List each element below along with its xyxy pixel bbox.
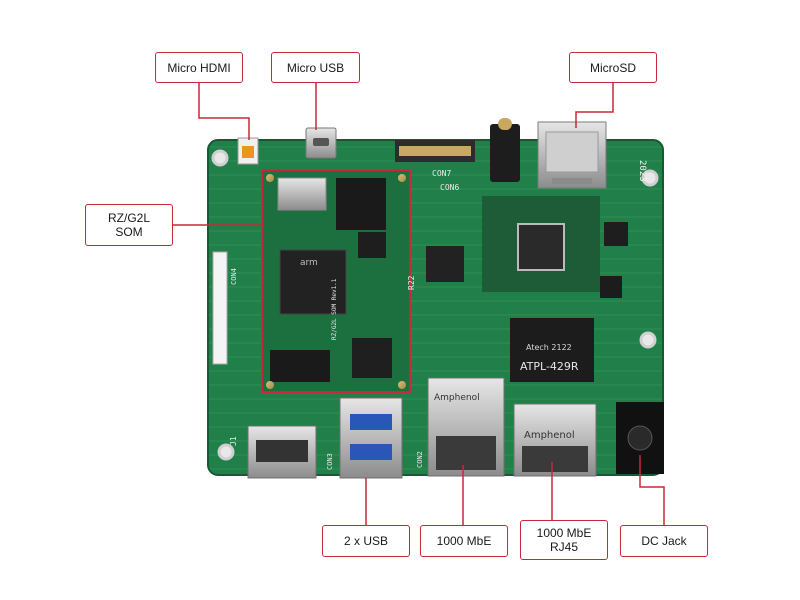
callout-gbe-rj45-text: 1000 MbE RJ45	[536, 526, 592, 554]
j1-marking: J1	[229, 436, 238, 446]
som-ddr	[270, 350, 330, 382]
som-corner-hole-tr	[398, 174, 406, 182]
som-pmic	[336, 178, 386, 230]
ethernet-phy-chip	[600, 276, 622, 298]
magnetics-transformer: Atech 2122 ATPL-429R	[510, 318, 594, 382]
callout-gbe: 1000 MbE	[420, 525, 508, 557]
callout-micro-hdmi: Micro HDMI	[155, 52, 243, 83]
callout-microsd: MicroSD	[569, 52, 657, 83]
ethernet-connector-2: Amphenol	[513, 403, 597, 477]
mount-hole-bottom-right	[639, 331, 657, 349]
usb-stack-connector: CON3	[326, 397, 403, 479]
leader-microsd	[575, 83, 614, 128]
callout-som-text: RZ/G2L SOM	[107, 211, 150, 239]
magnetics-code-marking: Atech 2122	[526, 343, 572, 352]
mount-hole-top-right	[641, 169, 659, 187]
regulator-chip	[604, 222, 628, 246]
r22-marking: R22	[407, 275, 416, 290]
con2-marking: CON2	[416, 451, 424, 468]
micro-hdmi-connector	[237, 137, 259, 165]
fpc-connector-con4: CON4	[212, 251, 238, 365]
audio-jack	[490, 118, 520, 182]
mount-hole-bottom-left	[217, 443, 235, 461]
magnetics-marking: ATPL-429R	[520, 360, 579, 373]
som-corner-hole-br	[398, 381, 406, 389]
con6-marking: CON6	[440, 183, 459, 192]
callout-micro-usb-text: Micro USB	[286, 60, 345, 75]
leader-lines	[173, 83, 665, 525]
callout-usb: 2 x USB	[322, 525, 410, 557]
som-module: arm RZ/G2L SOM Rev1.1	[261, 169, 411, 393]
callout-micro-usb: Micro USB	[271, 52, 360, 83]
som-soc	[279, 249, 347, 315]
som-corner-hole-bl	[266, 381, 274, 389]
som-wifi-shield	[277, 177, 327, 211]
callout-dc-jack: DC Jack	[620, 525, 708, 557]
callout-usb-text: 2 x USB	[343, 534, 388, 548]
dip-switch	[426, 246, 464, 282]
hdmi-connector: J1	[229, 425, 317, 479]
som-label-marking: RZ/G2L SOM Rev1.1	[331, 278, 338, 340]
con4-marking: CON4	[230, 268, 238, 285]
con3-marking: CON3	[326, 453, 334, 470]
mount-hole-top-left	[211, 149, 229, 167]
micro-usb-connector	[305, 127, 337, 159]
callout-dc-jack-text: DC Jack	[641, 534, 687, 548]
ethernet-connector-1: Amphenol CON2	[416, 377, 505, 477]
leader-micro-hdmi	[198, 83, 250, 140]
center-components: CON6 R22	[407, 183, 628, 298]
callout-microsd-text: MicroSD	[589, 60, 636, 75]
amphenol-marking-1: Amphenol	[434, 393, 480, 403]
som-corner-hole-tl	[266, 174, 274, 182]
fpc-connector-con7: CON7	[395, 140, 475, 178]
callout-micro-hdmi-text: Micro HDMI	[167, 60, 231, 75]
callout-gbe-text: 1000 MbE	[436, 534, 492, 548]
power-inductor	[517, 223, 565, 271]
rev-code-marking: 2023	[637, 160, 647, 182]
som-small-chip	[358, 232, 386, 258]
microsd-slot	[537, 121, 607, 189]
callout-som: RZ/G2L SOM	[85, 204, 173, 246]
amphenol-marking-2: Amphenol	[524, 430, 575, 441]
con7-marking: CON7	[432, 169, 451, 178]
som-arm-marking: arm	[300, 258, 318, 268]
leader-dc-jack	[639, 455, 665, 525]
callout-gbe-rj45: 1000 MbE RJ45	[520, 520, 608, 560]
som-emmc	[352, 338, 392, 378]
